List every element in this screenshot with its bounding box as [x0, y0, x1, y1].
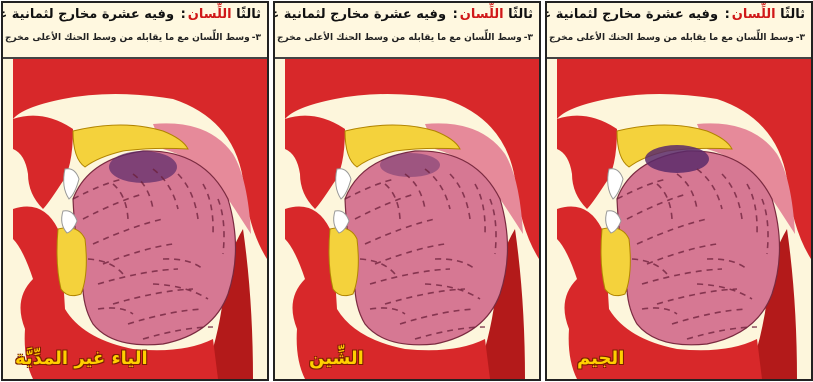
panel-title: ثالثًا اللِّسان: وفيه عشرة مخارج لثمانية… — [1, 7, 261, 22]
letter-caption: الشِّين — [309, 348, 364, 369]
mouth-diagram — [547, 59, 811, 379]
panel-title: ثالثًا اللِّسان: وفيه عشرة مخارج لثمانية… — [545, 7, 805, 22]
panel-header: ثالثًا اللِّسان: وفيه عشرة مخارج لثمانية… — [547, 3, 811, 59]
panel-subtitle: ٣-وسط اللِّسان مع ما يقابله من وسط الحنك… — [545, 33, 805, 43]
panel-subtitle: ٣-وسط اللِّسان مع ما يقابله من وسط الحنك… — [1, 33, 261, 43]
articulation-panel-shin: ثالثًا اللِّسان: وفيه عشرة مخارج لثمانية… — [273, 1, 541, 381]
subtitle-text: وسط اللِّسان مع ما يقابله من وسط الحنك ا… — [1, 33, 250, 43]
title-rest: وفيه عشرة مخارج لثمانية عشر حرفًا — [273, 7, 446, 22]
subtitle-number: ٣- — [250, 33, 261, 43]
title-tongue: اللِّسان — [188, 7, 232, 22]
contact-spot — [109, 151, 177, 183]
title-rest: وفيه عشرة مخارج لثمانية عشر حرفًا — [545, 7, 718, 22]
title-rest: وفيه عشرة مخارج لثمانية عشر حرفًا — [1, 7, 174, 22]
contact-spot — [645, 145, 709, 173]
panel-title: ثالثًا اللِّسان: وفيه عشرة مخارج لثمانية… — [273, 7, 533, 22]
title-separator: : — [723, 7, 732, 22]
title-tongue: اللِّسان — [732, 7, 776, 22]
contact-spot — [380, 153, 440, 177]
tongue — [617, 151, 780, 345]
subtitle-number: ٣- — [794, 33, 805, 43]
panel-header: ثالثًا اللِّسان: وفيه عشرة مخارج لثمانية… — [3, 3, 267, 59]
lower-incisor — [329, 228, 358, 296]
title-tongue: اللِّسان — [460, 7, 504, 22]
letter-caption: الجيم — [577, 348, 624, 369]
panel-header: ثالثًا اللِّسان: وفيه عشرة مخارج لثمانية… — [275, 3, 539, 59]
mouth-diagram — [275, 59, 539, 379]
articulation-panel-jim: ثالثًا اللِّسان: وفيه عشرة مخارج لثمانية… — [545, 1, 813, 381]
lower-incisor — [601, 228, 630, 296]
title-lead: ثالثًا — [780, 7, 805, 22]
title-separator: : — [179, 7, 188, 22]
tongue — [345, 151, 508, 345]
articulation-panel-ya: ثالثًا اللِّسان: وفيه عشرة مخارج لثمانية… — [1, 1, 269, 381]
letter-caption: الياء غير المدِّيَّة — [15, 348, 148, 369]
title-separator: : — [451, 7, 460, 22]
title-lead: ثالثًا — [236, 7, 261, 22]
subtitle-text: وسط اللِّسان مع ما يقابله من وسط الحنك ا… — [273, 33, 522, 43]
title-lead: ثالثًا — [508, 7, 533, 22]
panel-subtitle: ٣-وسط اللِّسان مع ما يقابله من وسط الحنك… — [273, 33, 533, 43]
mouth-diagram — [3, 59, 267, 379]
subtitle-number: ٣- — [522, 33, 533, 43]
lower-incisor — [57, 228, 86, 296]
subtitle-text: وسط اللِّسان مع ما يقابله من وسط الحنك ا… — [545, 33, 794, 43]
